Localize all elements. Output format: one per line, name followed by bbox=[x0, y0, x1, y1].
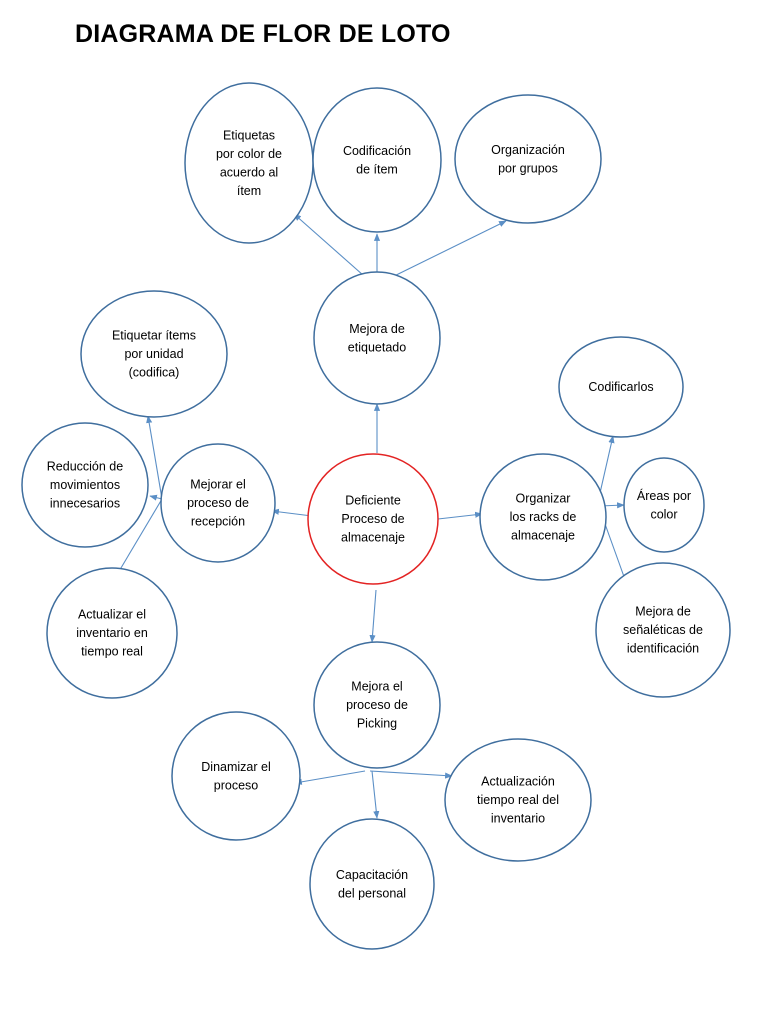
node-label-line: los racks de bbox=[510, 510, 577, 524]
node-label-line: inventario en bbox=[76, 626, 148, 640]
node-codif-item: Codificación de ítem bbox=[312, 87, 442, 233]
arrow-recepcion-to-actualizar bbox=[114, 498, 163, 579]
node-actualizar: Actualizar el inventario en tiempo real bbox=[46, 567, 178, 699]
node-circle bbox=[46, 567, 178, 699]
node-label-line: Actualizar el bbox=[78, 608, 146, 622]
node-label-line: Organización bbox=[491, 143, 565, 157]
node-label-line: (codifica) bbox=[129, 366, 180, 380]
node-label-line: color bbox=[650, 507, 677, 521]
arrow-recepcion-to-etiq-unidad bbox=[146, 415, 163, 500]
node-dinamizar: Dinamizar el proceso bbox=[171, 711, 301, 841]
node-etiq-unidad: Etiquetar ítems por unidad (codifica) bbox=[80, 290, 228, 418]
node-label-line: Áreas por bbox=[637, 488, 691, 503]
node-circle bbox=[444, 738, 592, 862]
arrow-etiquetado-to-etiq-color bbox=[293, 213, 373, 284]
node-label-line: movimientos bbox=[50, 478, 120, 492]
node-label-line: Etiquetar ítems bbox=[112, 329, 196, 343]
center-circle bbox=[307, 453, 439, 585]
node-label-line: Dinamizar el bbox=[201, 760, 270, 774]
node-label-line: Codificación bbox=[343, 144, 411, 158]
node-label-line: de ítem bbox=[356, 162, 398, 176]
node-circle bbox=[454, 94, 602, 224]
node-circle bbox=[595, 562, 731, 698]
node-recepcion: Mejorar el proceso de recepción bbox=[160, 443, 276, 563]
node-label-line: inventario bbox=[491, 812, 545, 826]
node-label-line: Mejora de bbox=[635, 605, 691, 619]
node-areas: Áreas por color bbox=[623, 457, 705, 553]
node-label-line: Capacitación bbox=[336, 868, 408, 882]
node-label-line: proceso bbox=[214, 778, 259, 792]
node-circle bbox=[313, 641, 441, 769]
node-circle bbox=[21, 422, 149, 548]
node-label-line: Picking bbox=[357, 717, 397, 731]
node-label-line: ítem bbox=[237, 184, 261, 198]
arrow-picking-to-capacitacion bbox=[371, 770, 380, 819]
node-label-line: etiquetado bbox=[348, 340, 406, 354]
node-codificarlos: Codificarlos bbox=[558, 336, 684, 438]
node-label-line: por color de bbox=[216, 147, 282, 161]
arrow-racks-to-codificarlos bbox=[599, 435, 615, 494]
node-label-line: Mejorar el bbox=[190, 478, 246, 492]
node-label-line: recepción bbox=[191, 515, 245, 529]
node-picking: Mejora el proceso de Picking bbox=[313, 641, 441, 769]
node-label-line: almacenaje bbox=[341, 531, 405, 545]
node-actualizacion: Actualización tiempo real del inventario bbox=[444, 738, 592, 862]
node-senaleticas: Mejora de señaléticas de identificación bbox=[595, 562, 731, 698]
arrow-picking-to-dinamizar bbox=[294, 770, 366, 785]
node-org-grupos: Organización por grupos bbox=[454, 94, 602, 224]
node-label-line: Codificarlos bbox=[588, 380, 653, 394]
node-label-line: Actualización bbox=[481, 775, 555, 789]
node-label-line: Deficiente bbox=[345, 494, 401, 508]
node-etiquetado: Mejora de etiquetado bbox=[313, 271, 441, 405]
node-label-line: almacenaje bbox=[511, 529, 575, 543]
node-label-line: acuerdo al bbox=[220, 165, 278, 179]
node-circle bbox=[479, 453, 607, 581]
node-label-line: Etiquetas bbox=[223, 128, 275, 142]
node-label-line: señaléticas de bbox=[623, 623, 703, 637]
arrow-center-to-picking bbox=[369, 589, 377, 643]
node-label-line: por grupos bbox=[498, 161, 558, 175]
page-title: DIAGRAMA DE FLOR DE LOTO bbox=[75, 20, 451, 48]
node-label-line: Proceso de bbox=[341, 512, 404, 526]
edges-layer bbox=[114, 213, 628, 819]
node-label-line: identificación bbox=[627, 642, 699, 656]
node-circle bbox=[309, 818, 435, 950]
node-capacitacion: Capacitación del personal bbox=[309, 818, 435, 950]
node-label-line: proceso de bbox=[187, 496, 249, 510]
node-circle bbox=[313, 271, 441, 405]
arrow-recepcion-to-reduccion bbox=[149, 494, 163, 501]
node-circle bbox=[312, 87, 442, 233]
node-circle bbox=[171, 711, 301, 841]
node-label-line: tiempo real bbox=[81, 645, 143, 659]
node-circle bbox=[623, 457, 705, 553]
arrow-center-to-racks bbox=[437, 511, 483, 520]
node-reduccion: Reducción de movimientos innecesarios bbox=[21, 422, 149, 548]
node-circle bbox=[184, 82, 314, 244]
node-label-line: por unidad bbox=[124, 347, 183, 361]
node-label-line: Reducción de bbox=[47, 460, 123, 474]
node-label-line: innecesarios bbox=[50, 497, 120, 511]
node-label-line: Mejora de bbox=[349, 322, 405, 336]
node-label-line: Mejora el bbox=[351, 680, 402, 694]
node-label-line: proceso de bbox=[346, 698, 408, 712]
node-label-line: tiempo real del bbox=[477, 793, 559, 807]
node-circle bbox=[80, 290, 228, 418]
arrow-picking-to-actualizacion bbox=[369, 770, 453, 779]
node-circle bbox=[558, 336, 684, 438]
node-label-line: Organizar bbox=[516, 492, 571, 506]
node-etiq-color: Etiquetas por color de acuerdo al ítem bbox=[184, 82, 314, 244]
node-label-line: del personal bbox=[338, 886, 406, 900]
arrow-center-to-recepcion bbox=[271, 508, 313, 517]
arrow-etiquetado-to-org-grupos bbox=[379, 220, 507, 284]
node-circle bbox=[160, 443, 276, 563]
node-racks: Organizar los racks de almacenaje bbox=[479, 453, 607, 581]
